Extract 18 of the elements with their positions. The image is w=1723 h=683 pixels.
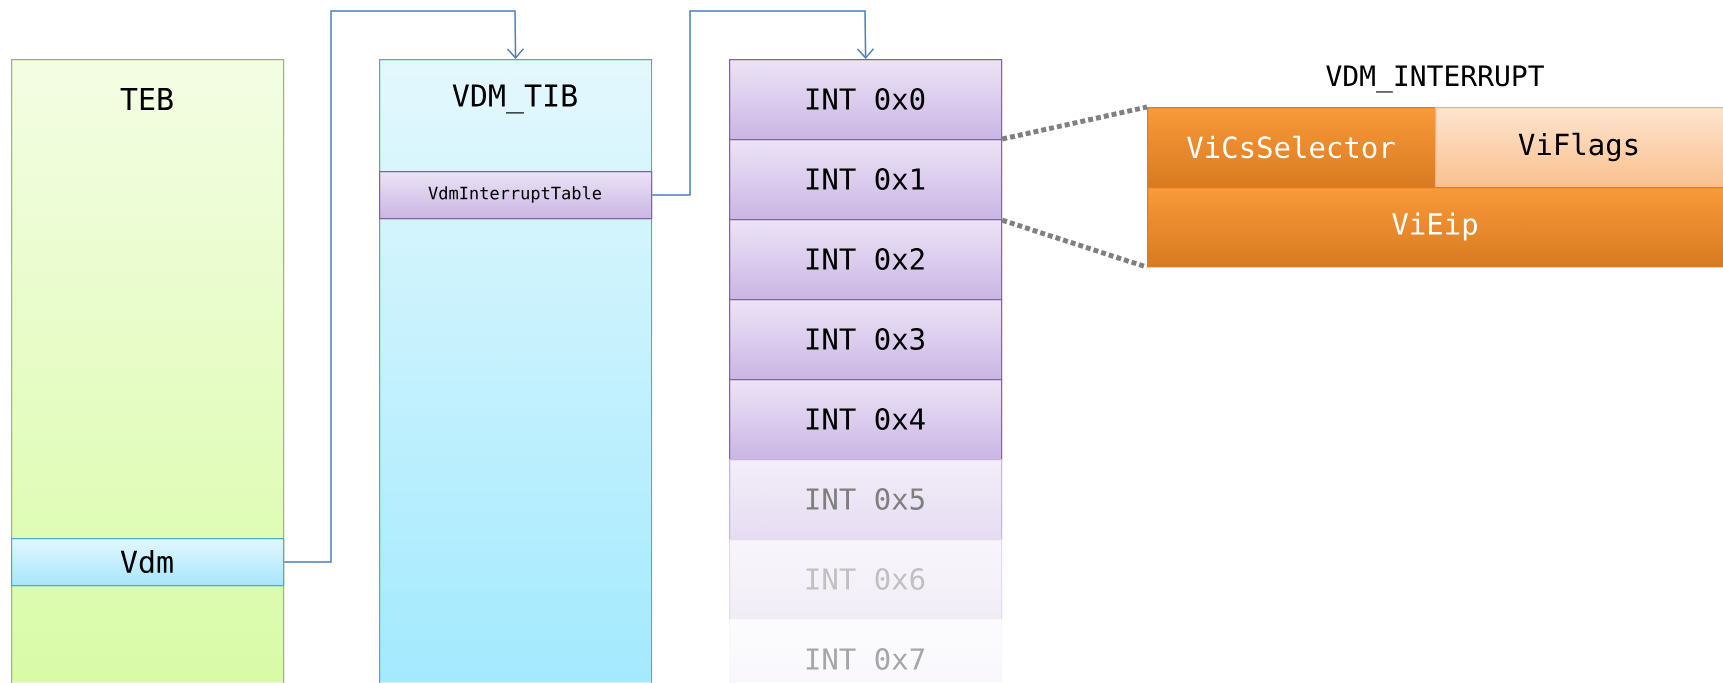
table-row: INT 0x6 [729,539,1003,621]
field-row: Vdm [11,538,285,587]
table-row: INT 0x4 [729,379,1003,461]
zoom-line [1001,104,1148,142]
table-row: INT 0x7 [729,619,1003,683]
field-cell: ViCsSelector [1147,107,1437,189]
zoom-line [1001,217,1148,270]
table-row: INT 0x5 [729,459,1003,541]
table-row: INT 0x2 [729,219,1003,301]
field-cell: ViEip [1147,187,1723,268]
field-row: VdmInterruptTable [379,171,653,220]
table-row: INT 0x1 [729,139,1003,221]
node-label: VDM_INTERRUPT [1326,65,1544,93]
table-row: INT 0x0 [729,59,1003,141]
field-cell: ViFlags [1435,107,1723,189]
table-row: INT 0x3 [729,299,1003,381]
arrow [651,10,875,196]
arrow [283,10,525,563]
